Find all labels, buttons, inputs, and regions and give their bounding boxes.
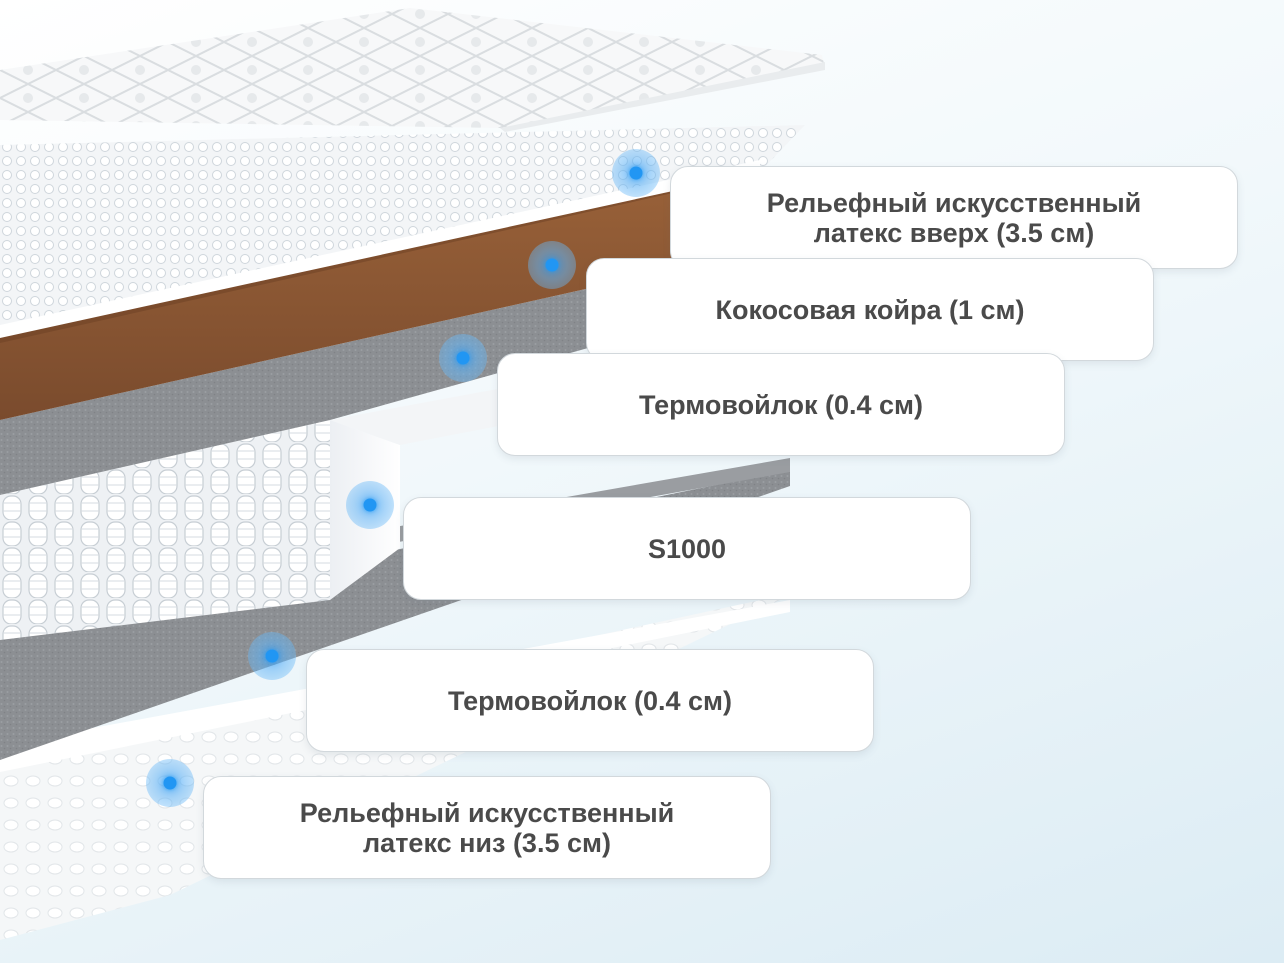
layer-marker-5[interactable] — [248, 632, 296, 680]
layer-marker-6[interactable] — [146, 759, 194, 807]
layer-marker-1[interactable] — [612, 149, 660, 197]
layer-label-coconut-coir: Кокосовая койра (1 см) — [586, 258, 1154, 361]
layer-label-top-latex: Рельефный искусственный латекс вверх (3.… — [670, 166, 1238, 269]
top-latex-edge — [0, 160, 760, 338]
spring-block — [0, 420, 330, 640]
top-felt-layer — [0, 250, 760, 495]
layer-label-spring-unit: S1000 — [403, 497, 971, 600]
layer-marker-2[interactable] — [528, 241, 576, 289]
layer-marker-4[interactable] — [346, 481, 394, 529]
layer-marker-3[interactable] — [439, 334, 487, 382]
coir-layer — [0, 170, 760, 420]
layer-label-top-felt: Термовойлок (0.4 см) — [497, 353, 1065, 456]
quilted-cover-edge — [500, 62, 825, 132]
layer-label-bottom-felt: Термовойлок (0.4 см) — [306, 649, 874, 752]
quilted-cover — [0, 8, 825, 128]
layer-label-bottom-latex: Рельефный искусственный латекс низ (3.5 … — [203, 776, 771, 879]
